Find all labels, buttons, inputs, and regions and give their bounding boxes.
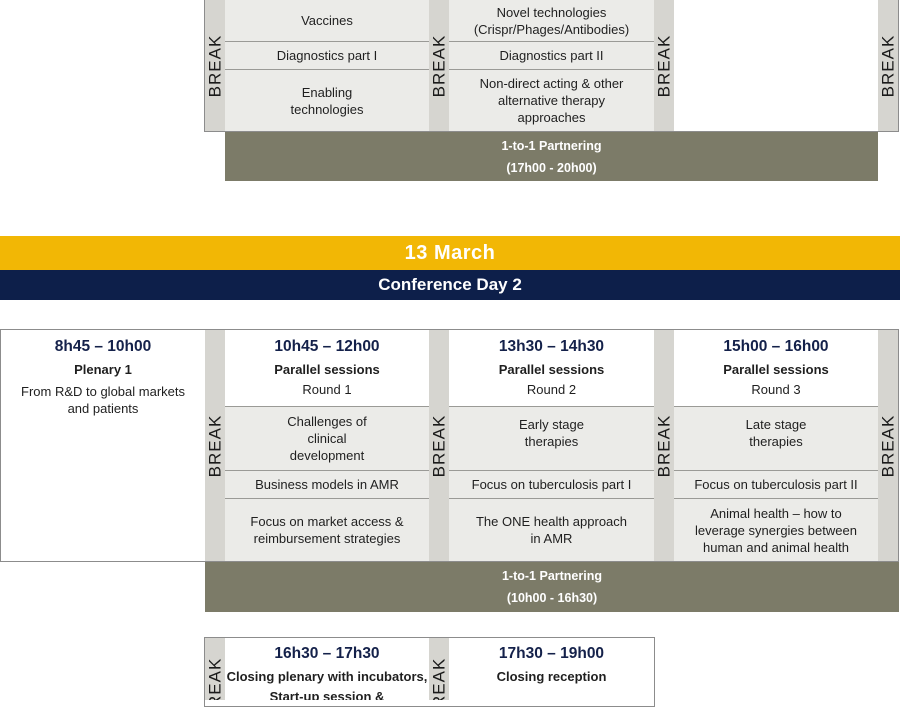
closing-time: 16h30 – 17h30 — [274, 645, 380, 662]
round1-topic-3: Focus on market access & reimbursement s… — [225, 499, 429, 561]
session-diagnostics-2: Diagnostics part II — [449, 42, 654, 69]
day1-break-4: BREAK — [878, 0, 898, 131]
session-vaccines: Vaccines — [225, 0, 429, 41]
day1-frame — [204, 0, 899, 132]
divider — [225, 498, 429, 499]
round1-round: Round 1 — [302, 382, 352, 397]
round3-name: Parallel sessions — [723, 362, 829, 377]
divider — [674, 498, 878, 499]
session-enabling-tech: Enabling technologies — [225, 70, 429, 131]
round1-name: Parallel sessions — [274, 362, 380, 377]
day1-break-2: BREAK — [429, 0, 449, 131]
round2-time: 13h30 – 14h30 — [498, 338, 605, 355]
closing-break-1: BREAK — [205, 638, 225, 700]
round2-name: Parallel sessions — [498, 362, 605, 377]
day-date-banner: 13 March — [0, 236, 900, 270]
day2-partnering-bar: 1-to-1 Partnering (10h00 - 16h30) — [205, 562, 899, 612]
closing-reception: 17h30 – 19h00 Closing reception — [449, 638, 654, 700]
day2-frame — [0, 329, 899, 562]
round3-topic-2: Focus on tuberculosis part II — [674, 471, 878, 498]
divider — [225, 41, 429, 42]
reception-time: 17h30 – 19h00 — [498, 645, 605, 662]
day2-break-2: BREAK — [429, 330, 449, 561]
divider — [225, 470, 429, 471]
closing-plenary: 16h30 – 17h30 Closing plenary with incub… — [225, 638, 429, 700]
round3-topic-1: Late stage therapies — [674, 407, 878, 470]
round2-round: Round 2 — [526, 382, 577, 397]
plenary-cell: 8h45 – 10h00 Plenary 1 From R&D to globa… — [1, 330, 205, 561]
round1-topic-1: Challenges of clinical development — [225, 407, 429, 470]
round1-topic-2: Business models in AMR — [225, 471, 429, 498]
divider — [449, 470, 654, 471]
session-novel-tech: Novel technologies (Crispr/Phages/Antibo… — [449, 0, 654, 41]
session-diagnostics-1: Diagnostics part I — [225, 42, 429, 69]
plenary-name: Plenary 1 — [74, 362, 132, 377]
day1-partnering-bar: 1-to-1 Partnering (17h00 - 20h00) — [225, 132, 878, 181]
partnering-time: (10h00 - 16h30) — [506, 591, 598, 605]
round2-header: 13h30 – 14h30 Parallel sessions Round 2 — [449, 330, 654, 406]
partnering-title: 1-to-1 Partnering — [501, 569, 602, 583]
divider — [449, 498, 654, 499]
round2-topic-2: Focus on tuberculosis part I — [449, 471, 654, 498]
round1-header: 10h45 – 12h00 Parallel sessions Round 1 — [225, 330, 429, 406]
closing-name: Closing plenary with incubators, — [226, 669, 428, 684]
divider — [674, 406, 878, 407]
session-non-direct: Non-direct acting & other alternative th… — [449, 70, 654, 131]
round2-topic-1: Early stage therapies — [449, 407, 654, 470]
round3-round: Round 3 — [751, 382, 801, 397]
round3-header: 15h00 – 16h00 Parallel sessions Round 3 — [674, 330, 878, 406]
divider — [449, 69, 654, 70]
day1-break-1: BREAK — [205, 0, 225, 131]
day1-break-3: BREAK — [654, 0, 674, 131]
day2-break-3: BREAK — [654, 330, 674, 561]
day2-break-1: BREAK — [205, 330, 225, 561]
plenary-time: 8h45 – 10h00 — [54, 338, 152, 355]
divider — [225, 406, 429, 407]
round3-time: 15h00 – 16h00 — [723, 338, 829, 355]
divider — [449, 406, 654, 407]
round3-topic-3: Animal health – how to leverage synergie… — [674, 499, 878, 561]
round2-topic-3: The ONE health approach in AMR — [449, 499, 654, 561]
divider — [449, 41, 654, 42]
closing-name-2: Start-up session & — [269, 689, 385, 700]
day2-break-4: BREAK — [878, 330, 898, 561]
plenary-desc: From R&D to global markets and patients — [21, 384, 185, 416]
reception-name: Closing reception — [496, 669, 607, 684]
day-title-banner: Conference Day 2 — [0, 270, 900, 300]
closing-break-2: BREAK — [429, 638, 449, 700]
partnering-time: (17h00 - 20h00) — [506, 160, 597, 175]
divider — [225, 69, 429, 70]
divider — [674, 470, 878, 471]
partnering-title: 1-to-1 Partnering — [501, 138, 602, 153]
round1-time: 10h45 – 12h00 — [274, 338, 380, 355]
